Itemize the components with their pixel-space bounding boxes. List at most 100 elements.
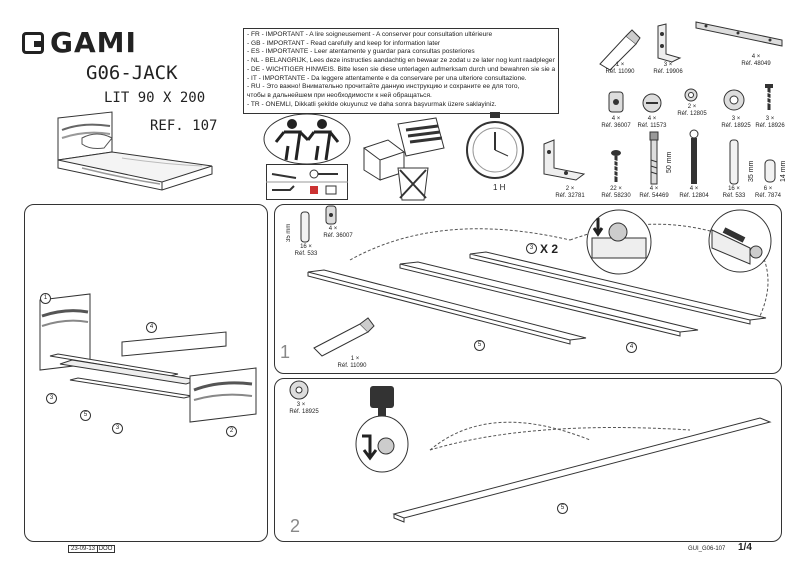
cam-insert-detail-icon: [586, 209, 652, 275]
reference-number: REF. 107: [150, 118, 218, 134]
metal-rail-icon: [695, 21, 783, 47]
footer-date-text: 23-09-13: [71, 546, 96, 552]
wooden-dowel-icon: [729, 139, 739, 185]
step1-part-5: 5: [474, 340, 485, 351]
step2-cam-qty: 3 ×: [296, 402, 306, 408]
step1-cam-ref: Réf. 36007: [323, 233, 353, 239]
hw-mid-0-ref: Réf. 36007: [601, 123, 631, 129]
model-title: G06-JACK: [86, 62, 178, 84]
hw-bottom-3-qty: 4 ×: [689, 186, 699, 192]
notice-ru-2: чтобы в дальнейшем при необходимости к н…: [247, 91, 432, 99]
step1-glue-tube-icon: [313, 317, 375, 357]
step1-dowel-qty: 16 ×: [300, 244, 312, 250]
step1-part-4: 4: [626, 342, 637, 353]
hw-top-0-ref: Réf. 11090: [605, 69, 635, 75]
step2-slat-drawing: [392, 417, 772, 523]
overview-part-2: 2: [226, 426, 237, 437]
dim-35mm-top: 35 mm: [748, 160, 755, 182]
footer-box: DOO: [96, 546, 113, 552]
overview-part-3a: 3: [46, 393, 57, 404]
footer-date: 23-09-13 DOO: [68, 545, 116, 553]
cam-housing-icon: [723, 89, 745, 111]
corner-bracket-icon: [543, 139, 586, 181]
angle-bracket-icon: [657, 23, 682, 63]
screw-small-icon: [765, 84, 773, 110]
step1-repeat: X 2: [540, 242, 559, 256]
assembly-time: 1 H: [493, 183, 506, 192]
hw-top-1-ref: Réf. 19906: [653, 69, 683, 75]
hw-mid-2-ref: Réf. 12805: [677, 111, 707, 117]
hw-bottom-1-ref: Réf. 58230: [601, 193, 631, 199]
plug-icon: [764, 159, 776, 183]
dowel-icon: [300, 211, 310, 243]
brand-logo: GAMI: [22, 26, 137, 59]
notice-fr: - FR - IMPORTANT - A lire soigneusement …: [247, 31, 493, 38]
dowel-insert-detail-icon: [708, 209, 772, 273]
hw-mid-3-ref: Réf. 18925: [721, 123, 751, 129]
wood-screw-icon: [611, 150, 621, 182]
washer-icon: [684, 88, 698, 102]
step1-cam-nut-icon: [325, 205, 337, 225]
notice-es: - ES - IMPORTANTE - Leer atentamente y g…: [247, 48, 475, 56]
glue-tube-icon: [599, 29, 641, 71]
step-2-number: 2: [290, 516, 301, 536]
cam-nut-icon: [608, 91, 624, 113]
hw-bottom-2-ref: Réf. 54469: [639, 193, 669, 199]
dim-14mm: 14 mm: [780, 160, 787, 182]
dim-50mm: 50 mm: [666, 151, 673, 173]
hw-bottom-0-ref: Réf. 32781: [555, 193, 585, 199]
overview-part-5: 5: [80, 410, 91, 421]
two-persons-icon: [263, 113, 351, 165]
long-bolt-icon: [689, 129, 699, 184]
hw-mid-1-qty: 4 ×: [647, 116, 657, 122]
step1-boards-drawing: [307, 223, 769, 345]
important-notice: - FR - IMPORTANT - A lire soigneusement …: [243, 28, 559, 114]
notice-it: - IT - IMPORTANTE - Da leggere attentame…: [247, 74, 527, 82]
hw-mid-2-qty: 2 ×: [687, 104, 697, 110]
step-1-number: 1: [280, 342, 291, 362]
connector-bolt-icon: [649, 131, 659, 185]
hw-top-2-ref: Réf. 48049: [741, 61, 771, 67]
step-2-panel: [274, 378, 782, 542]
tools-required-icon: [266, 164, 348, 200]
hw-bottom-3-ref: Réf. 12804: [679, 193, 709, 199]
step2-cam-housing-icon: [289, 380, 309, 400]
cam-lock-icon: [642, 93, 662, 113]
bed-illustration: [57, 111, 213, 191]
hw-bottom-0-qty: 2 ×: [565, 186, 575, 192]
overview-part-4: 4: [146, 322, 157, 333]
hw-bottom-1-qty: 22 ×: [610, 186, 622, 192]
hw-top-0-qty: 1 ×: [615, 62, 625, 68]
step1-part-3: 3: [526, 243, 537, 254]
hw-mid-1-ref: Réf. 11573: [637, 123, 667, 129]
step-1-panel: [274, 204, 782, 374]
step1-cam-qty: 4 ×: [328, 226, 338, 232]
hw-top-1-qty: 3 ×: [663, 62, 673, 68]
step2-cam-ref: Réf. 18925: [289, 409, 319, 415]
overview-part-1: 1: [40, 293, 51, 304]
bed-size: LIT 90 X 200: [104, 90, 206, 106]
hammer-detail-icon: [355, 386, 409, 473]
hw-mid-4-qty: 3 ×: [765, 116, 775, 122]
page-number: 1/4: [738, 542, 752, 553]
hw-bottom-4-qty: 16 ×: [728, 186, 740, 192]
hw-mid-3-qty: 3 ×: [731, 116, 741, 122]
step2-part-5: 5: [557, 503, 568, 514]
hw-bottom-5-ref: Réf. 7874: [754, 193, 782, 199]
step1-glue-ref: Réf. 11090: [337, 363, 367, 369]
hw-mid-4-ref: Réf. 18926: [755, 123, 785, 129]
document-code: GUI_G06-107: [688, 546, 726, 552]
step1-glue-qty: 1 ×: [350, 356, 360, 362]
hw-bottom-5-qty: 6 ×: [763, 186, 773, 192]
stopwatch-icon: [466, 112, 524, 179]
unpacking-icon: [362, 117, 445, 201]
exploded-bed-drawing: [39, 293, 257, 423]
brand-name: GAMI: [50, 26, 137, 59]
gami-logo-icon: [22, 31, 44, 54]
hw-bottom-2-qty: 4 ×: [649, 186, 659, 192]
overview-panel: [24, 204, 268, 542]
hw-bottom-4-ref: Réf. 533: [722, 193, 746, 199]
overview-part-3b: 3: [112, 423, 123, 434]
hw-mid-0-qty: 4 ×: [611, 116, 621, 122]
notice-tr: - TR - ÖNEMLI, Dikkatli şekilde okuyunuz…: [247, 100, 497, 108]
